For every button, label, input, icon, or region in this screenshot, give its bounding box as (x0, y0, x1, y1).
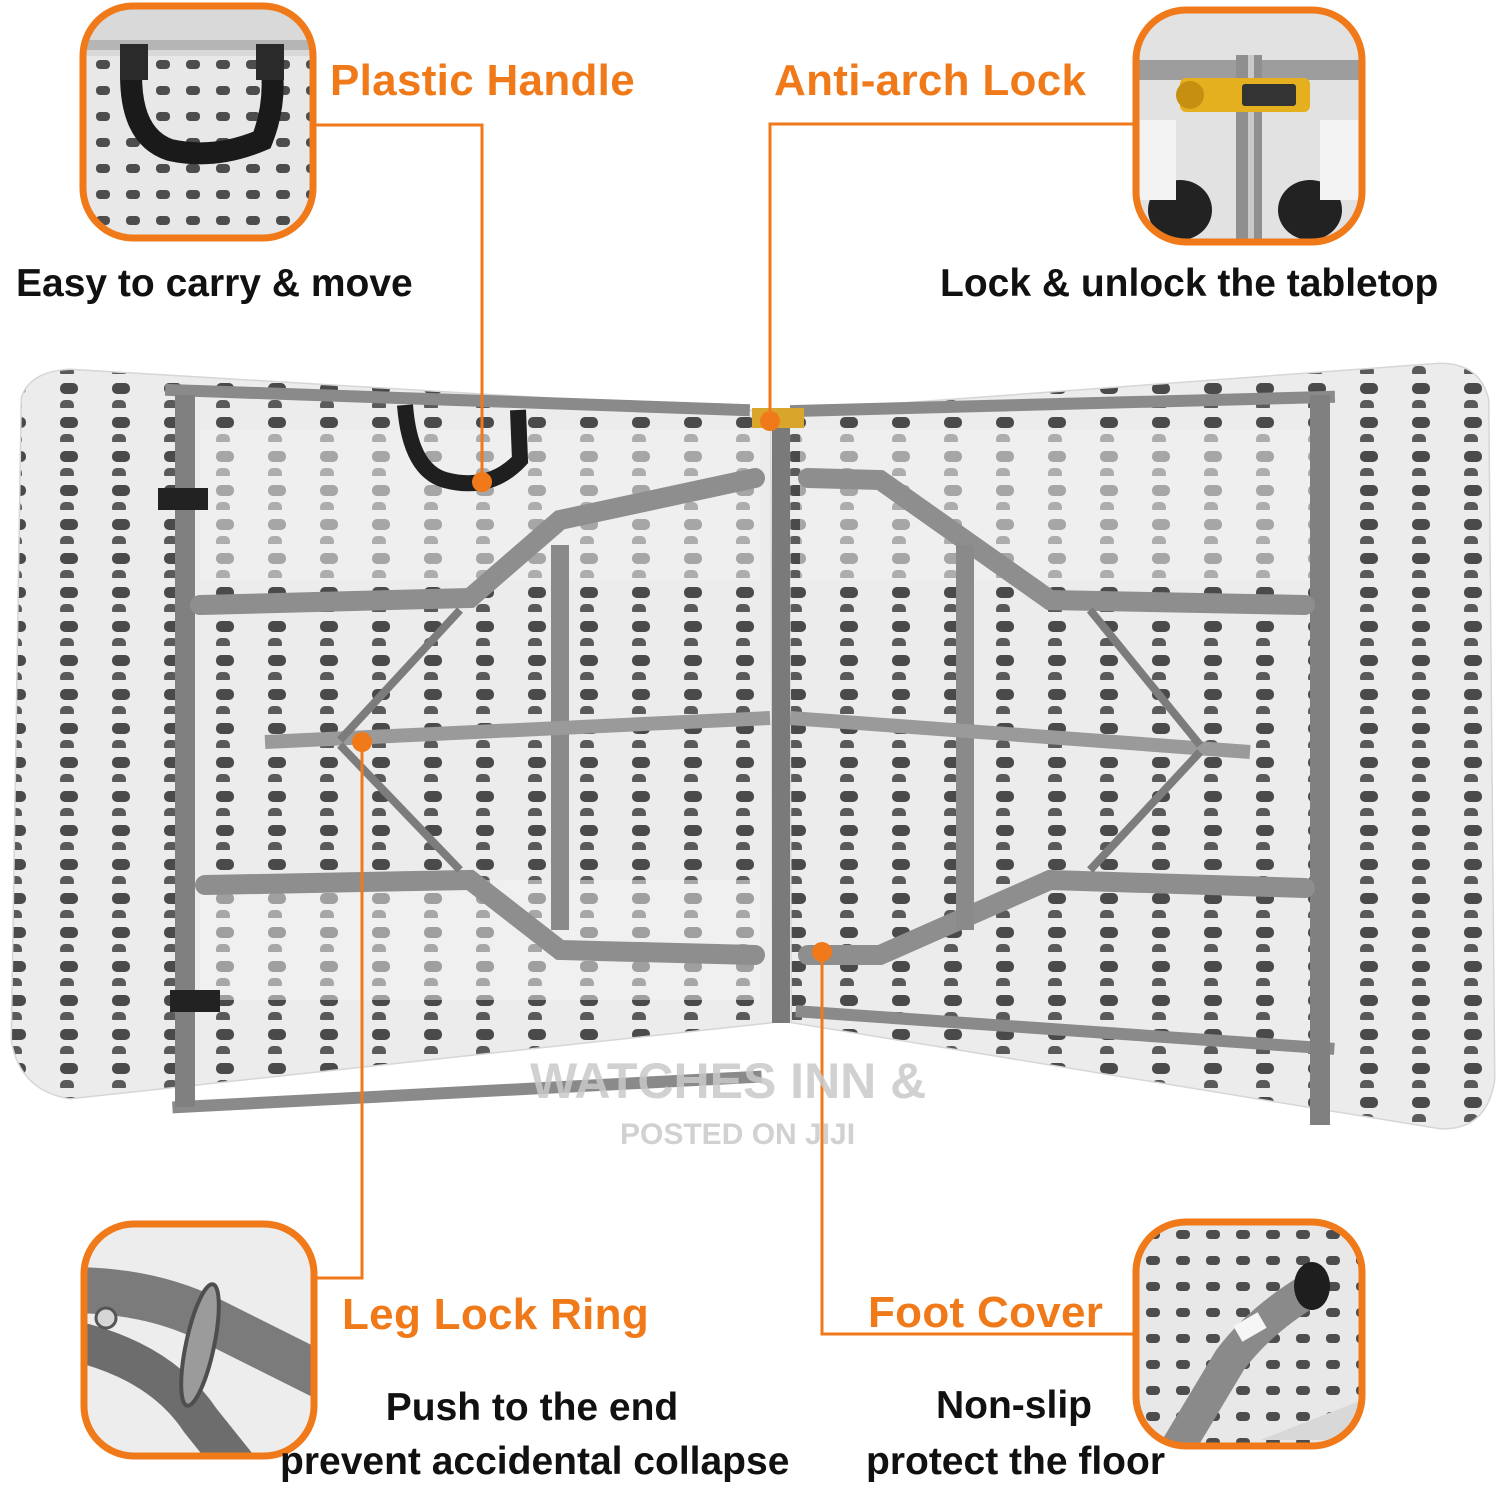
callout-lines (313, 122, 1136, 1336)
leg-lock-ring-title: Leg Lock Ring (342, 1290, 650, 1339)
foot-cover-description-1: Non-slip (936, 1384, 1092, 1427)
center-hinge (772, 408, 790, 1023)
anti-arch-lock-description: Lock & unlock the tabletop (940, 262, 1439, 305)
watermark-line-2: POSTED ON JIJI (620, 1118, 856, 1151)
anti-arch-lock-photo (1132, 6, 1366, 246)
plastic-handle-title: Plastic Handle (330, 56, 635, 105)
leg-lock-ring-photo (80, 1220, 318, 1460)
anti-arch-lock-title: Anti-arch Lock (774, 56, 1087, 105)
plastic-handle-photo (79, 2, 317, 242)
table-right-half (788, 362, 1496, 1130)
plastic-handle-description: Easy to carry & move (16, 262, 413, 305)
watermark-line-1: WATCHES INN & (530, 1053, 927, 1109)
callout-dots (352, 411, 832, 962)
foot-cover-photo (1132, 1218, 1366, 1450)
foot-cover-description-2: protect the floor (866, 1440, 1165, 1483)
table-left-half (10, 368, 774, 1114)
leg-lock-ring-description-2: prevent accidental collapse (280, 1440, 790, 1483)
leg-lock-ring-description-1: Push to the end (385, 1386, 679, 1429)
foot-cover-title: Foot Cover (868, 1288, 1104, 1337)
